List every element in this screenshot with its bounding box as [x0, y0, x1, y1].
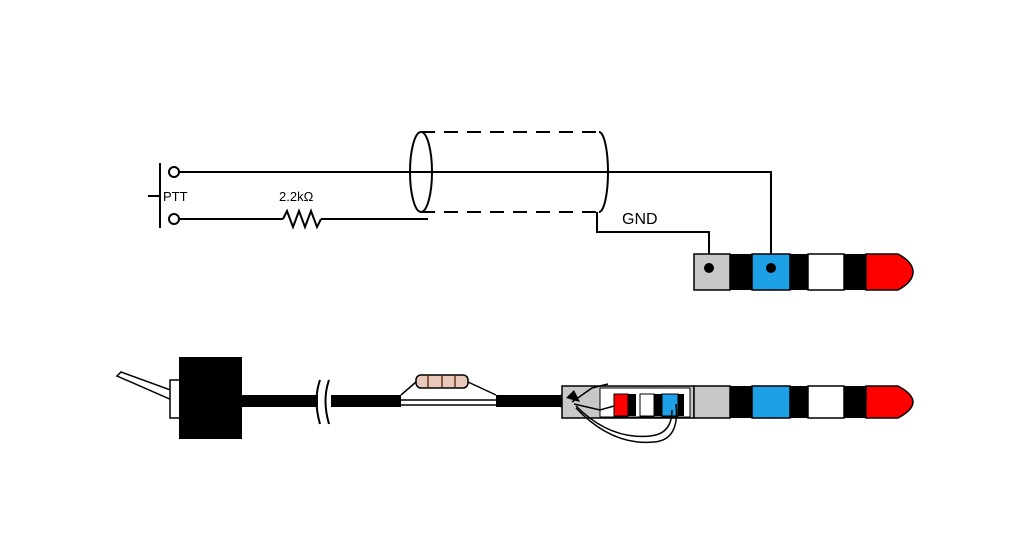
cable-break-icon — [315, 379, 330, 425]
signal-wire — [179, 171, 772, 268]
gnd-label: GND — [622, 211, 658, 228]
plug-band-1 — [730, 254, 752, 290]
contact-band — [678, 394, 684, 416]
cable-segment — [331, 395, 401, 407]
switch-collar — [169, 379, 181, 419]
internal-wires — [566, 383, 678, 444]
plug-tip-red — [865, 385, 914, 419]
plug-ring-blue — [751, 385, 791, 419]
switch-body — [179, 357, 242, 439]
ground-wire — [596, 212, 710, 268]
cable-segment — [242, 395, 318, 407]
contact-band — [628, 394, 636, 416]
plug-ring-white — [807, 385, 845, 419]
resistor-label: 2.2kΩ — [279, 189, 314, 204]
plug-band-1 — [730, 386, 752, 418]
assembly — [115, 357, 914, 444]
ground-contact-dot — [704, 263, 714, 273]
plug-band-2 — [790, 254, 808, 290]
signal-contact-dot — [766, 263, 776, 273]
trrs-plug-icon — [693, 253, 914, 291]
switch-lever-icon — [115, 371, 178, 401]
resistor-icon — [400, 374, 497, 406]
contact-band — [654, 394, 662, 416]
contact-red — [613, 393, 629, 417]
schematic: PTT 2.2kΩ GND — [148, 131, 914, 291]
ptt-label: PTT — [163, 189, 188, 204]
ptt-switch-icon — [148, 163, 180, 228]
trrs-plug-icon — [693, 385, 914, 419]
plug-ring-white — [807, 253, 845, 291]
coax-shield-icon — [409, 131, 609, 213]
resistor-icon — [282, 208, 322, 230]
contact-white — [639, 393, 655, 417]
cable-segment — [496, 395, 560, 407]
plug-band-3 — [844, 386, 866, 418]
plug-band-3 — [844, 254, 866, 290]
plug-tip-red — [865, 253, 914, 291]
plug-sleeve — [693, 385, 731, 419]
plug-band-2 — [790, 386, 808, 418]
